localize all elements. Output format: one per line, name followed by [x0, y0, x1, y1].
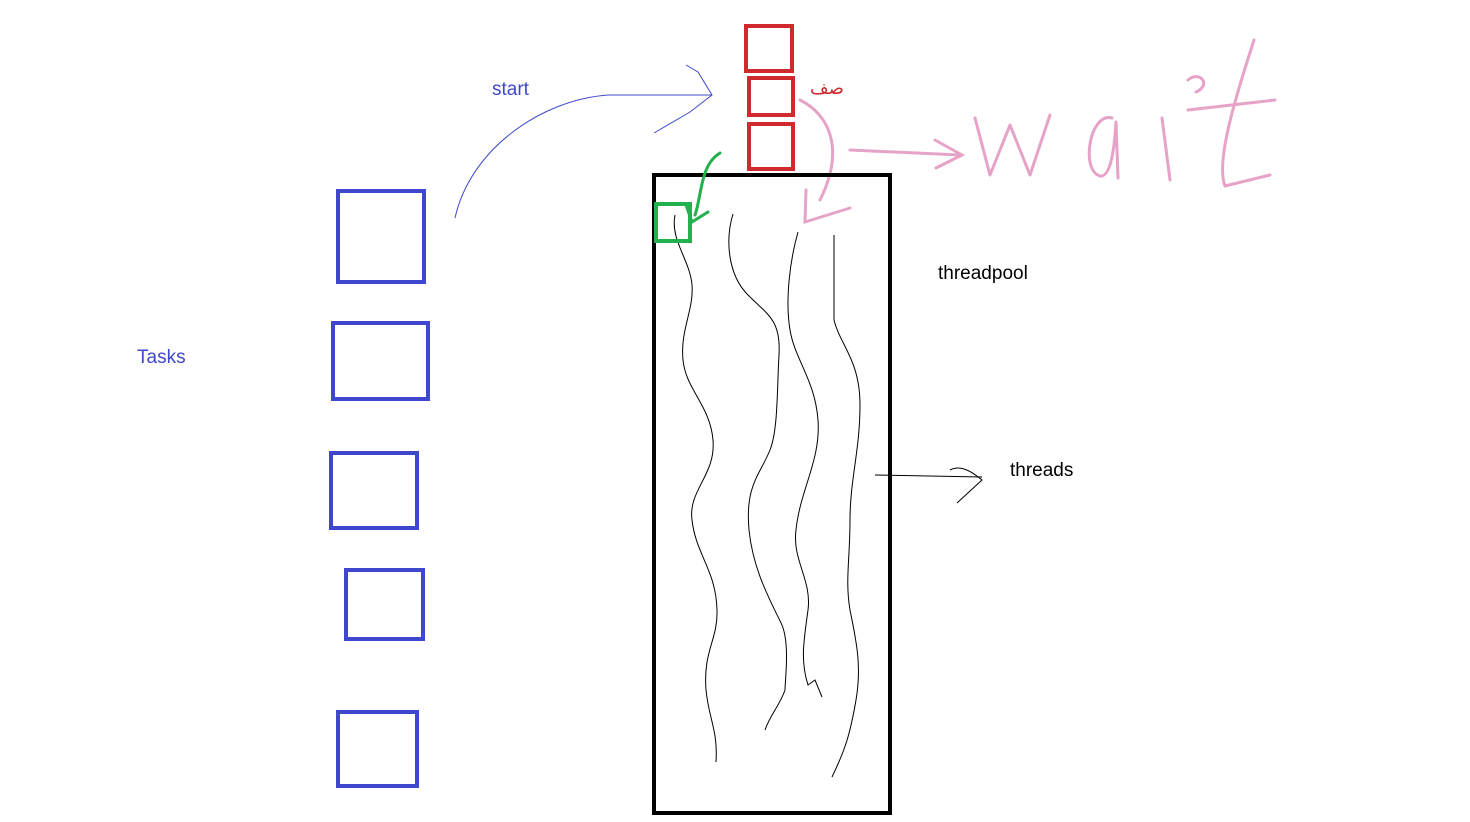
wait-right-arrow	[848, 148, 962, 157]
queue-item	[747, 122, 795, 171]
wait-handwriting	[973, 38, 1277, 188]
thread-line	[831, 235, 861, 778]
wait-curve-arrow	[798, 98, 835, 202]
thread-pool-box	[652, 173, 892, 815]
queue	[744, 24, 795, 171]
running-task	[654, 151, 722, 243]
wait-arrows	[798, 98, 966, 225]
queue-item	[747, 76, 795, 117]
task-box	[344, 568, 425, 641]
thread-line	[673, 214, 718, 763]
start-arrow	[454, 64, 713, 219]
threadpool-label: threadpool	[938, 263, 1028, 284]
queue-label: صف	[810, 78, 844, 99]
dequeue-arrow	[693, 151, 722, 217]
running-task-box	[654, 202, 692, 243]
task-box	[336, 189, 426, 284]
thread-lines	[673, 213, 861, 778]
threads-pointer-arrow	[874, 467, 983, 504]
threads-label: threads	[1010, 460, 1074, 481]
queue-item	[744, 24, 794, 73]
thread-line	[728, 213, 788, 731]
task-box	[336, 710, 419, 788]
tasks-label: Tasks	[137, 347, 186, 368]
task-box	[329, 451, 419, 530]
task-list	[329, 189, 430, 788]
task-box	[331, 321, 430, 401]
start-label: start	[492, 79, 529, 100]
thread-line	[787, 231, 823, 698]
